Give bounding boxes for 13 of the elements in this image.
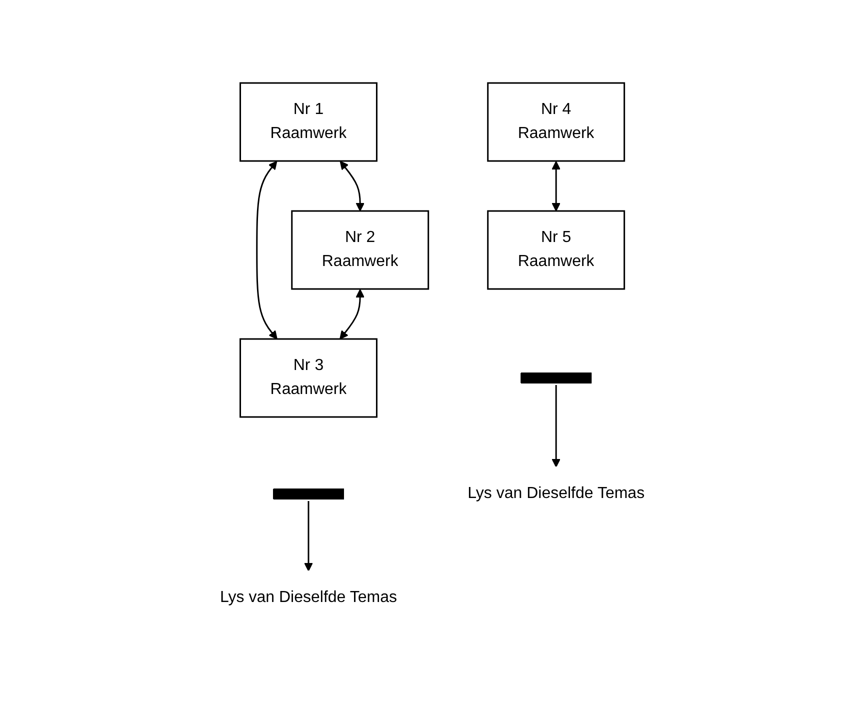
- node-box: Nr 2 Raamwerk: [291, 210, 430, 290]
- node-box: Nr 5 Raamwerk: [487, 210, 626, 290]
- node-box: Nr 3 Raamwerk: [240, 338, 378, 418]
- arrow: [304, 501, 314, 572]
- node-text: Lys van Dieselfde Temas: [468, 484, 645, 502]
- node-box: Nr 1 Raamwerk: [240, 82, 378, 162]
- arrow: [340, 160, 365, 212]
- node-box: Nr 4 Raamwerk: [487, 82, 626, 162]
- node-text: Lys van Dieselfde Temas: [220, 588, 398, 606]
- arrow: [552, 385, 561, 468]
- arrow: [340, 289, 365, 340]
- arrow: [552, 161, 561, 212]
- arrow: [256, 160, 278, 340]
